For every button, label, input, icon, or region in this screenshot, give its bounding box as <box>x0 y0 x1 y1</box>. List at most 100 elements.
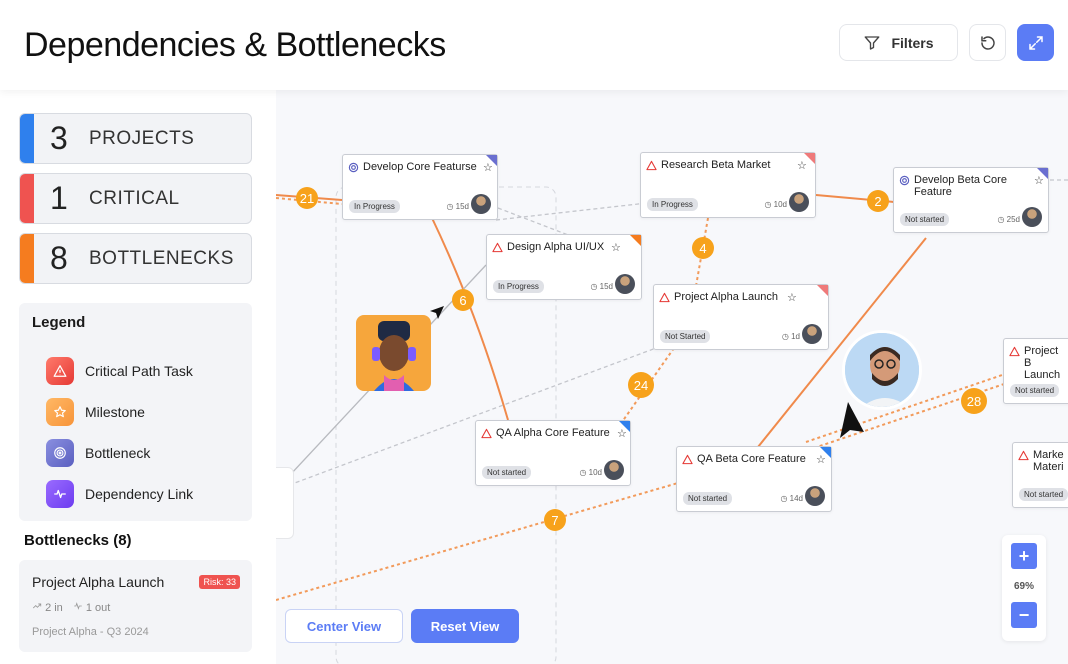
avatar <box>789 192 809 212</box>
refresh-button[interactable] <box>969 24 1006 61</box>
page-title: Dependencies & Bottlenecks <box>24 26 446 64</box>
task-card[interactable]: Research Beta Market ☆ In Progress ◷ 10d <box>640 152 816 218</box>
star-icon[interactable]: ☆ <box>797 160 807 172</box>
task-name: Design Alpha UI/UX <box>507 241 605 253</box>
duration: ◷ 25d <box>997 215 1020 224</box>
dependency-link <box>805 371 1012 443</box>
filters-label: Filters <box>891 34 934 51</box>
stat-card-bottlenecks[interactable]: 8 BOTTLENECKS <box>19 233 252 284</box>
trend-up-icon <box>32 603 42 609</box>
cursor-pointer-icon <box>840 402 864 438</box>
legend-item-critical: Critical Path Task <box>46 357 193 385</box>
stat-accent <box>20 234 34 283</box>
expand-icon <box>1028 35 1043 50</box>
target-icon <box>348 162 359 173</box>
duration: ◷ 1d <box>782 332 800 341</box>
center-view-button[interactable]: Center View <box>285 609 403 643</box>
task-name: Research Beta Market <box>661 159 771 171</box>
link-badge[interactable]: 28 <box>961 388 987 414</box>
stat-label: PROJECTS <box>89 127 195 149</box>
task-card[interactable]: Develop Core Featurse ☆ In Progress ◷ 15… <box>342 154 498 220</box>
dependency-link <box>495 201 657 221</box>
type-corner <box>630 235 641 246</box>
task-card[interactable]: QA Alpha Core Feature ☆ Not started ◷ 10… <box>475 420 631 486</box>
collaborator-avatar[interactable] <box>842 330 922 410</box>
avatar-photo-image <box>845 333 919 407</box>
stat-card-projects[interactable]: 3 PROJECTS <box>19 113 252 164</box>
duration-label: 10d <box>588 468 602 477</box>
clock-icon: ◷ <box>590 282 600 291</box>
task-name: Project B Launch <box>1024 345 1061 381</box>
legend-label: Critical Path Task <box>85 363 193 379</box>
stat-accent <box>20 114 34 163</box>
star-icon[interactable]: ☆ <box>1034 175 1044 187</box>
link-badge[interactable]: 6 <box>452 289 474 311</box>
duration-label: 14d <box>789 494 803 503</box>
status-badge: Not started <box>1010 384 1060 397</box>
task-card[interactable]: Project B Launch Not started <box>1003 338 1068 404</box>
avatar <box>1022 207 1042 227</box>
expand-button[interactable] <box>1017 24 1054 61</box>
task-card[interactable]: Develop Beta Core Feature ☆ Not started … <box>893 167 1049 233</box>
reset-view-button[interactable]: Reset View <box>411 609 519 643</box>
star-icon[interactable]: ☆ <box>611 242 621 254</box>
zoom-out-button[interactable]: − <box>1011 602 1037 628</box>
zoom-level: 69% <box>1013 581 1034 592</box>
status-badge: In Progress <box>647 198 698 211</box>
avatar <box>805 486 825 506</box>
warning-triangle-icon <box>46 357 74 385</box>
type-corner <box>1037 168 1048 179</box>
duration-label: 15d <box>455 202 469 211</box>
legend-item-milestone: Milestone <box>46 398 145 426</box>
link-badge[interactable]: 7 <box>544 509 566 531</box>
type-corner <box>817 285 828 296</box>
star-icon[interactable]: ☆ <box>816 454 826 466</box>
collaborator-avatar[interactable] <box>356 315 431 391</box>
task-name: QA Beta Core Feature <box>697 453 806 465</box>
avatar <box>802 324 822 344</box>
link-badge[interactable]: 4 <box>692 237 714 259</box>
status-badge: Not started <box>482 466 532 479</box>
status-badge: Not started <box>683 492 733 505</box>
stat-card-critical[interactable]: 1 CRITICAL <box>19 173 252 224</box>
filter-icon <box>865 35 880 50</box>
duration: ◷ 15d <box>590 282 613 291</box>
star-icon[interactable]: ☆ <box>787 292 797 304</box>
duration: ◷ 15d <box>446 202 469 211</box>
task-card[interactable]: Marke Materi Not started <box>1012 442 1068 508</box>
status-badge: Not Started <box>660 330 711 343</box>
dependency-canvas[interactable]: 21 2 4 6 24 28 7 Develop Core Featurse ☆… <box>276 90 1068 664</box>
task-card[interactable]: QA Beta Core Feature ☆ Not started ◷ 14d <box>676 446 832 512</box>
link-badge[interactable]: 2 <box>867 190 889 212</box>
type-corner <box>804 153 815 164</box>
stat-label: BOTTLENECKS <box>89 247 234 269</box>
refresh-icon <box>980 35 995 50</box>
status-badge: In Progress <box>493 280 544 293</box>
star-icon[interactable]: ☆ <box>617 428 627 440</box>
task-card[interactable]: Design Alpha UI/UX ☆ In Progress ◷ 15d <box>486 234 642 300</box>
legend-label: Milestone <box>85 404 145 420</box>
clock-icon: ◷ <box>446 202 456 211</box>
pulse-icon <box>46 480 74 508</box>
legend-label: Bottleneck <box>85 445 151 461</box>
task-name: QA Alpha Core Feature <box>496 427 610 439</box>
filters-button[interactable]: Filters <box>839 24 958 61</box>
task-name: Marke Materi <box>1033 449 1064 473</box>
link-badge[interactable]: 24 <box>628 372 654 398</box>
target-icon <box>899 175 910 186</box>
bottleneck-subtitle: Project Alpha - Q3 2024 <box>32 626 149 638</box>
clock-icon: ◷ <box>781 332 792 341</box>
star-icon[interactable]: ☆ <box>483 162 493 174</box>
bottleneck-card[interactable]: Project Alpha Launch Risk: 33 2 in 1 out… <box>19 560 252 652</box>
duration-label: 1d <box>791 332 800 341</box>
offscreen-card[interactable] <box>276 467 294 539</box>
dependency-link <box>276 347 657 491</box>
warning-triangle-icon <box>1018 450 1029 461</box>
link-badge[interactable]: 21 <box>296 187 318 209</box>
duration-label: 10d <box>773 200 787 209</box>
zoom-in-button[interactable]: + <box>1011 543 1037 569</box>
status-badge: Not started <box>900 213 950 226</box>
duration-label: 15d <box>599 282 613 291</box>
task-card[interactable]: Project Alpha Launch ☆ Not Started ◷ 1d <box>653 284 829 350</box>
stat-value: 1 <box>50 180 68 216</box>
